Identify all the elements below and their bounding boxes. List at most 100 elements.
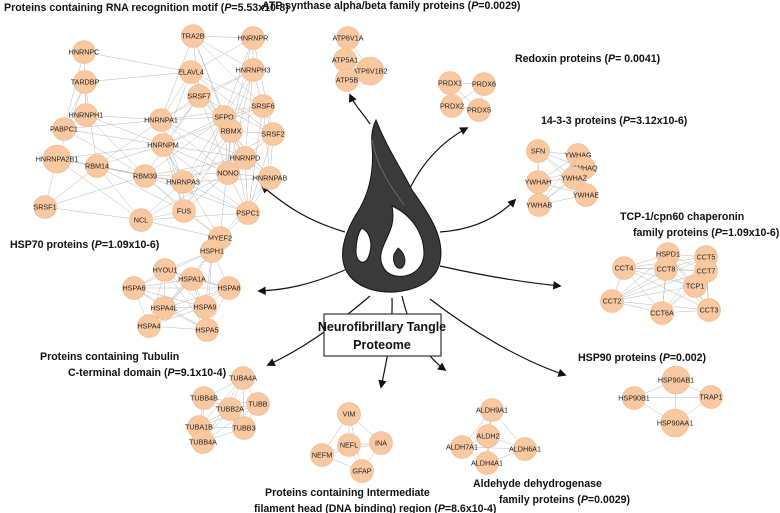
network-edge <box>140 212 249 221</box>
network-edge <box>198 95 274 135</box>
protein-label: TUBA4A <box>229 374 257 383</box>
protein-node: FUS <box>172 199 196 223</box>
p-value-text: =5.53x10-8) <box>231 2 288 14</box>
protein-label: TCP1 <box>686 282 704 291</box>
network-edge <box>144 157 246 177</box>
title-text: TCP-1/cpn60 chaperonin <box>620 211 744 223</box>
center-label: Neurofibrillary Tangle Proteome <box>318 313 446 357</box>
protein-label: CCT7 <box>697 267 716 276</box>
protein-node: ALDH6A1 <box>509 437 541 461</box>
protein-node: TRA2B <box>181 24 205 48</box>
protein-node-circle <box>612 256 636 280</box>
protein-label: HSPA1A <box>178 275 206 284</box>
protein-label: PRDX1 <box>438 79 462 88</box>
title-text: Proteins containing Tubulin <box>40 351 179 363</box>
protein-node-circle <box>232 416 256 440</box>
protein-node: HNRNPH1 <box>69 103 104 127</box>
title-text: Proteins containing Intermediate <box>265 487 430 499</box>
protein-node: YWHAZ <box>561 166 588 190</box>
protein-node-circle <box>218 397 242 421</box>
protein-label: HNRNPH1 <box>69 111 104 120</box>
protein-label: HNRNPH3 <box>236 66 271 75</box>
protein-node: RBMX <box>219 119 243 143</box>
network-edge <box>83 51 192 73</box>
arrow-to-hsp70 <box>257 269 346 295</box>
arrow-to-hsp90 <box>429 298 567 377</box>
protein-label: TARDBP <box>71 78 100 87</box>
protein-node-circle <box>171 170 195 194</box>
p-value-text: =1.09x10-6) <box>722 227 779 239</box>
protein-node: NONO <box>216 161 240 185</box>
protein-node-circle <box>42 144 72 174</box>
cluster-title-line: family proteins (P=1.09x10-6) <box>633 227 779 239</box>
protein-node: PABPC1 <box>50 117 78 141</box>
protein-label: HSPA4 <box>137 322 160 331</box>
protein-node-circle <box>52 117 76 141</box>
network-edge <box>160 119 246 159</box>
protein-label: HSPA9 <box>193 303 216 312</box>
p-value-symbol: P <box>471 0 479 12</box>
protein-node: HNRNPC <box>69 40 100 64</box>
protein-label: INA <box>375 439 387 448</box>
p-value-symbol: P <box>224 2 232 14</box>
title-text: Proteins containing RNA recognition moti… <box>4 2 225 14</box>
protein-node-circle <box>472 72 496 96</box>
protein-label: YWHAQ <box>570 164 598 173</box>
protein-node-circle <box>261 122 285 146</box>
protein-node-circle <box>475 451 499 475</box>
protein-label: CCT2 <box>603 297 622 306</box>
network-edge <box>96 165 185 212</box>
protein-label: ALDH4A1 <box>471 459 503 468</box>
protein-label: HSPA8 <box>217 284 240 293</box>
neurofibrillary-tangle-illustration <box>342 118 442 293</box>
protein-node: TARDBP <box>71 70 100 94</box>
protein-node: RBM39 <box>133 164 157 188</box>
protein-node-circle <box>181 24 205 48</box>
protein-node: TRAP1 <box>699 385 723 409</box>
p-value-symbol: P <box>438 503 446 513</box>
cluster-title-line: C-terminal domain (P=9.1x10-4) <box>68 367 226 379</box>
protein-node-circle <box>191 430 215 454</box>
protein-node-circle <box>258 166 282 190</box>
p-value-symbol: P <box>715 227 723 239</box>
protein-node: NCL <box>129 208 153 232</box>
protein-node-circle <box>122 276 146 300</box>
protein-node-circle <box>133 164 157 188</box>
protein-node-circle <box>85 154 109 178</box>
protein-node: ALDH7A1 <box>446 435 478 459</box>
protein-label: RBMX <box>221 127 242 136</box>
protein-node-circle <box>231 366 255 390</box>
protein-node: CCT3 <box>697 298 721 322</box>
protein-label: RBM39 <box>133 172 157 181</box>
protein-node-circle <box>335 68 359 92</box>
p-value-text: =8.6x10-4) <box>445 503 497 513</box>
protein-node-circle <box>650 301 674 325</box>
protein-node-circle <box>699 385 723 409</box>
protein-node-circle <box>72 40 96 64</box>
protein-label: MYEF2 <box>208 234 232 243</box>
protein-label: HNRNPC <box>69 48 100 57</box>
title-text: family proteins ( <box>633 227 715 239</box>
protein-node-circle <box>355 56 385 86</box>
protein-node: INA <box>369 431 393 455</box>
protein-node: PRDX2 <box>440 94 464 118</box>
arrow-to-tcp <box>439 265 562 290</box>
protein-node: TUBB4B <box>190 386 218 410</box>
protein-label: SFPQ <box>214 113 234 122</box>
protein-node-circle <box>172 199 196 223</box>
protein-node: SRSF7 <box>187 84 211 108</box>
cluster-title-line: Proteins containing RNA recognition moti… <box>4 2 289 14</box>
protein-node-circle <box>574 183 598 207</box>
p-value-text: =1.09x10-6) <box>102 239 159 251</box>
title-text: C-terminal domain ( <box>68 367 168 379</box>
p-value-text: =0.0029) <box>478 0 520 12</box>
p-value-text: =9.1x10-4) <box>175 367 227 379</box>
protein-node: SRSF1 <box>33 195 57 219</box>
cluster-title-line: HSP90 proteins (P=0.002) <box>578 352 706 364</box>
protein-node: TUBB4A <box>189 430 217 454</box>
network-edge <box>85 114 162 121</box>
protein-node-circle <box>200 239 224 263</box>
network-edge <box>182 116 225 183</box>
p-value-symbol: P <box>167 367 175 379</box>
